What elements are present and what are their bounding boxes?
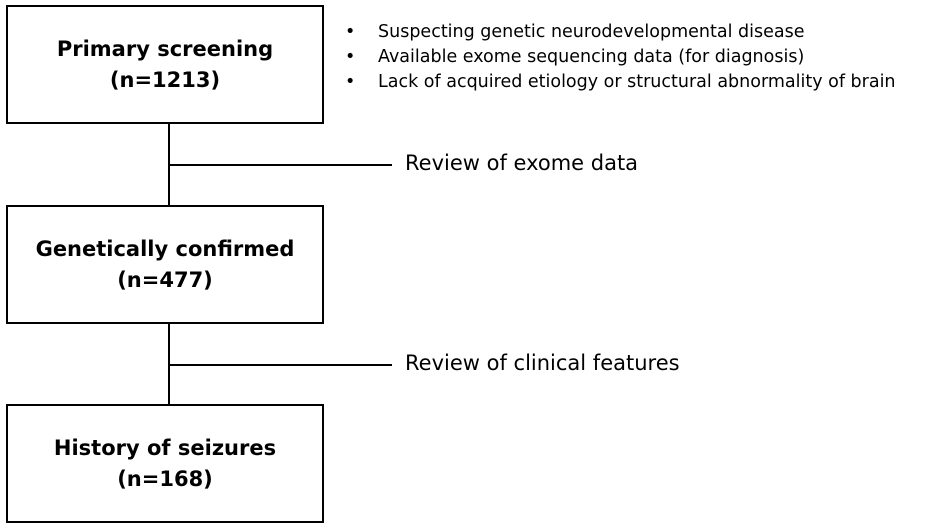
genetically-confirmed-box: Genetically confirmed (n=477) <box>6 205 324 324</box>
criteria-item: • Lack of acquired etiology or structura… <box>345 70 896 95</box>
bullet-icon: • <box>345 72 356 92</box>
bullet-icon: • <box>345 47 356 67</box>
genetically-confirmed-count: (n=477) <box>117 267 213 292</box>
connector-vertical-2 <box>168 324 170 404</box>
criteria-item-text: Lack of acquired etiology or structural … <box>378 72 896 92</box>
inclusion-criteria-list: • Suspecting genetic neurodevelopmental … <box>345 20 896 95</box>
primary-screening-count: (n=1213) <box>109 67 221 92</box>
seizure-history-box: History of seizures (n=168) <box>6 404 324 523</box>
step-label-clinical-review: Review of clinical features <box>405 351 680 375</box>
bullet-icon: • <box>345 22 356 42</box>
genetically-confirmed-title: Genetically confirmed <box>35 236 295 261</box>
criteria-item-text: Available exome sequencing data (for dia… <box>378 47 805 67</box>
primary-screening-box: Primary screening (n=1213) <box>6 5 324 124</box>
criteria-item: • Available exome sequencing data (for d… <box>345 45 896 70</box>
step-label-exome-review: Review of exome data <box>405 151 639 175</box>
seizure-history-title: History of seizures <box>53 435 277 460</box>
seizure-history-count: (n=168) <box>117 466 213 491</box>
criteria-item: • Suspecting genetic neurodevelopmental … <box>345 20 896 45</box>
criteria-item-text: Suspecting genetic neurodevelopmental di… <box>378 22 805 42</box>
connector-vertical-1 <box>168 124 170 205</box>
primary-screening-title: Primary screening <box>56 36 274 61</box>
connector-branch-2 <box>170 364 392 366</box>
connector-branch-1 <box>170 164 392 166</box>
